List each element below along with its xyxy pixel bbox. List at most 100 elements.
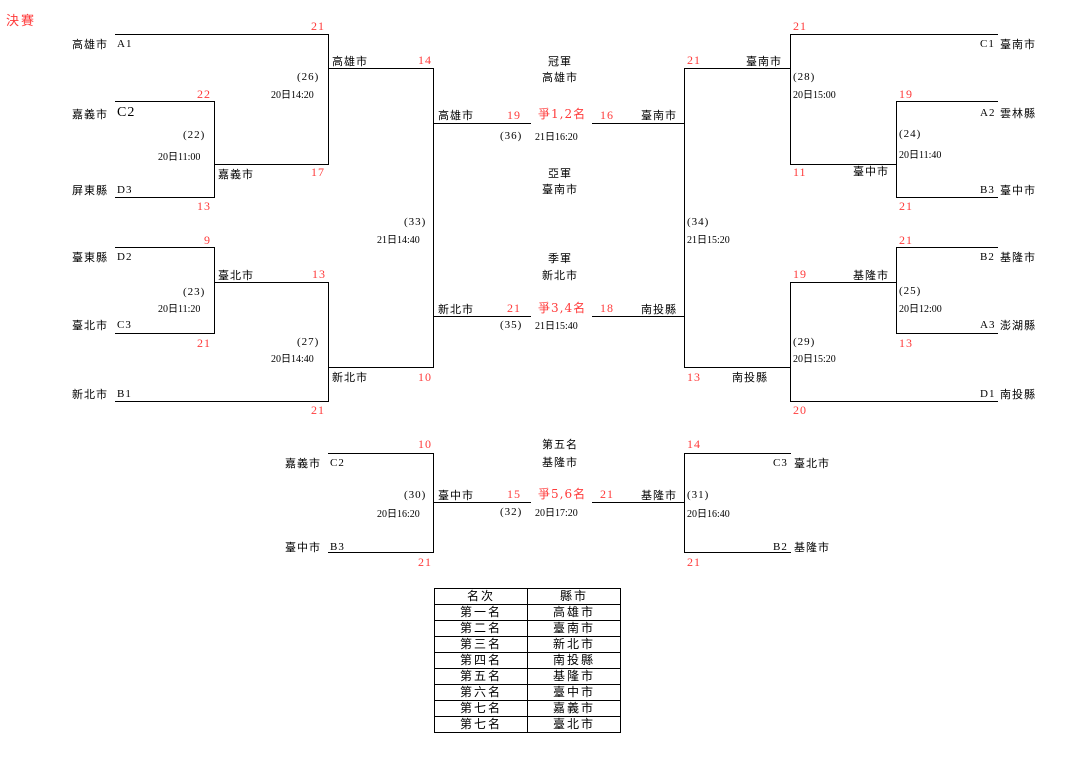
seed-team: 嘉義市	[72, 108, 108, 121]
ranking-table: 名次 縣市 第一名高雄市 第二名臺南市 第三名新北市 第四名南投縣 第五名基隆市…	[434, 588, 621, 733]
score: 21	[418, 555, 432, 569]
line-d2	[115, 247, 215, 248]
page-title: 決賽	[6, 14, 37, 29]
seed-code: C3	[773, 457, 788, 469]
seed-team: 澎湖縣	[1000, 319, 1036, 332]
score: 19	[899, 87, 913, 101]
final-left-team: 高雄市	[438, 109, 474, 122]
score: 15	[507, 487, 521, 501]
match-time: 20日11:40	[899, 150, 942, 161]
match-time: 20日16:40	[687, 509, 730, 520]
match-number: (33)	[404, 216, 427, 228]
score: 21	[311, 19, 325, 33]
line-m23-v	[214, 247, 215, 334]
line-5-b2	[684, 552, 791, 553]
seed-team: 南投縣	[1000, 388, 1036, 401]
line-d1	[790, 401, 998, 402]
fifth-team: 基隆市	[542, 456, 578, 469]
score: 10	[418, 370, 432, 384]
line-m34-v	[684, 68, 685, 368]
header-city: 縣市	[527, 588, 621, 605]
line-m32-left	[433, 502, 531, 503]
line-a1	[115, 34, 329, 35]
table-row: 第五名基隆市	[434, 668, 621, 685]
line-m33-v	[433, 68, 434, 368]
winner-team: 臺中市	[853, 165, 889, 178]
match-time: 20日15:00	[793, 90, 836, 101]
score: 21	[600, 487, 614, 501]
city-cell: 基隆市	[527, 668, 621, 685]
city-cell: 南投縣	[527, 652, 621, 669]
final-label: 爭1,2名	[538, 107, 587, 121]
line-m24-out	[790, 164, 897, 165]
score: 20	[793, 403, 807, 417]
seed-team: 臺東縣	[72, 251, 108, 264]
line-c3	[115, 333, 215, 334]
match-time: 20日15:20	[793, 354, 836, 365]
score: 14	[418, 53, 432, 67]
match-number: (22)	[183, 129, 206, 141]
match-time: 20日11:00	[158, 152, 201, 163]
rank-cell: 第三名	[434, 636, 528, 653]
line-m25-out	[790, 282, 897, 283]
match-time: 21日14:40	[377, 235, 420, 246]
line-m22-v	[214, 101, 215, 198]
line-m35-right	[592, 316, 685, 317]
line-m36-right	[592, 123, 685, 124]
line-m26-out	[328, 68, 434, 69]
runner-up-team: 臺南市	[542, 183, 578, 196]
line-a3	[896, 333, 998, 334]
winner-team: 基隆市	[853, 269, 889, 282]
line-m27-out	[328, 367, 434, 368]
score: 13	[899, 336, 913, 350]
line-5-b3	[328, 552, 434, 553]
city-cell: 新北市	[527, 636, 621, 653]
line-c2	[115, 101, 215, 102]
match-number: (23)	[183, 286, 206, 298]
rank-cell: 第四名	[434, 652, 528, 669]
city-cell: 臺中市	[527, 684, 621, 701]
score: 21	[687, 53, 701, 67]
line-m28-out	[684, 68, 791, 69]
winner-team: 臺北市	[218, 269, 254, 282]
line-c1	[790, 34, 998, 35]
seed-code: B3	[330, 541, 345, 553]
match-number: (31)	[687, 489, 710, 501]
score: 11	[793, 165, 807, 179]
rank-cell: 第一名	[434, 604, 528, 621]
match-time: 21日16:20	[535, 132, 578, 143]
seed-team: 基隆市	[1000, 251, 1036, 264]
line-d3	[115, 197, 215, 198]
match-time: 20日16:20	[377, 509, 420, 520]
match-time: 20日12:00	[899, 304, 942, 315]
score: 13	[687, 370, 701, 384]
table-row: 第七名嘉義市	[434, 700, 621, 717]
score: 16	[600, 108, 614, 122]
seed-code: A3	[980, 319, 996, 331]
seed-team: 雲林縣	[1000, 107, 1036, 120]
winner-team: 高雄市	[332, 55, 368, 68]
seed-code: A2	[980, 107, 996, 119]
line-5-c2	[328, 453, 434, 454]
seed-team: 臺中市	[285, 541, 321, 554]
seed-team: 臺南市	[1000, 38, 1036, 51]
fifth-label: 第五名	[542, 438, 578, 451]
match-time: 21日15:20	[687, 235, 730, 246]
winner-team: 嘉義市	[218, 168, 254, 181]
line-m29-out	[684, 367, 791, 368]
match-number: (24)	[899, 128, 922, 140]
city-cell: 臺北市	[527, 716, 621, 733]
score: 19	[793, 267, 807, 281]
score: 9	[204, 233, 211, 247]
match-number: (34)	[687, 216, 710, 228]
table-row: 第四名南投縣	[434, 652, 621, 669]
line-m36-left	[433, 123, 531, 124]
match-number: (25)	[899, 285, 922, 297]
seed-code: C1	[980, 38, 995, 50]
table-row: 第六名臺中市	[434, 684, 621, 701]
seed-team: 嘉義市	[285, 457, 321, 470]
rank-cell: 第七名	[434, 716, 528, 733]
city-cell: 高雄市	[527, 604, 621, 621]
winner-team: 臺中市	[438, 489, 474, 502]
seed-code: B1	[117, 388, 132, 400]
